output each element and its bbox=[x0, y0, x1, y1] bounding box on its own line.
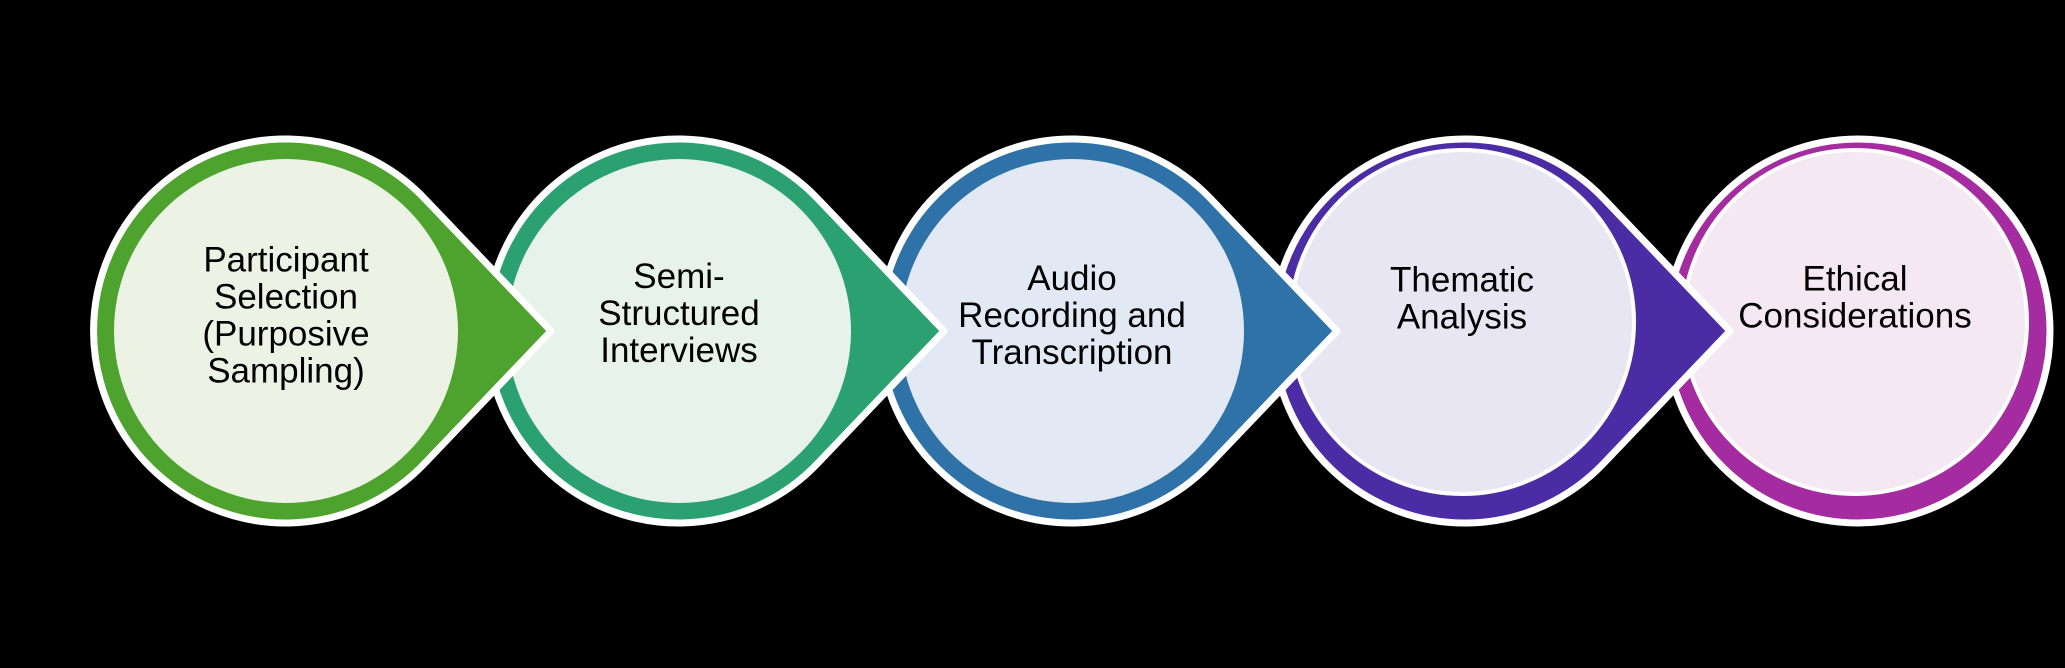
step-label-line: Interviews bbox=[600, 331, 758, 370]
step-label-line: Recording and bbox=[958, 296, 1186, 335]
step-label-line: Selection bbox=[214, 278, 358, 317]
step-inner-circle bbox=[507, 159, 851, 503]
step-label-line: Ethical bbox=[1802, 260, 1907, 299]
step-label-line: Thematic bbox=[1390, 261, 1534, 300]
step-label-line: Participant bbox=[203, 241, 369, 280]
step-label-line: Audio bbox=[1027, 259, 1117, 298]
step-label-line: Transcription bbox=[972, 333, 1173, 372]
step-label-line: Structured bbox=[598, 294, 759, 333]
step-label-line: (Purposive bbox=[202, 315, 369, 354]
step-label-line: Sampling) bbox=[207, 352, 365, 391]
step-label-line: Semi- bbox=[633, 257, 724, 296]
step-label-line: Considerations bbox=[1738, 297, 1971, 336]
step-label-line: Analysis bbox=[1397, 298, 1527, 337]
step-inner-circle bbox=[114, 159, 458, 503]
step-inner-circle bbox=[900, 159, 1244, 503]
